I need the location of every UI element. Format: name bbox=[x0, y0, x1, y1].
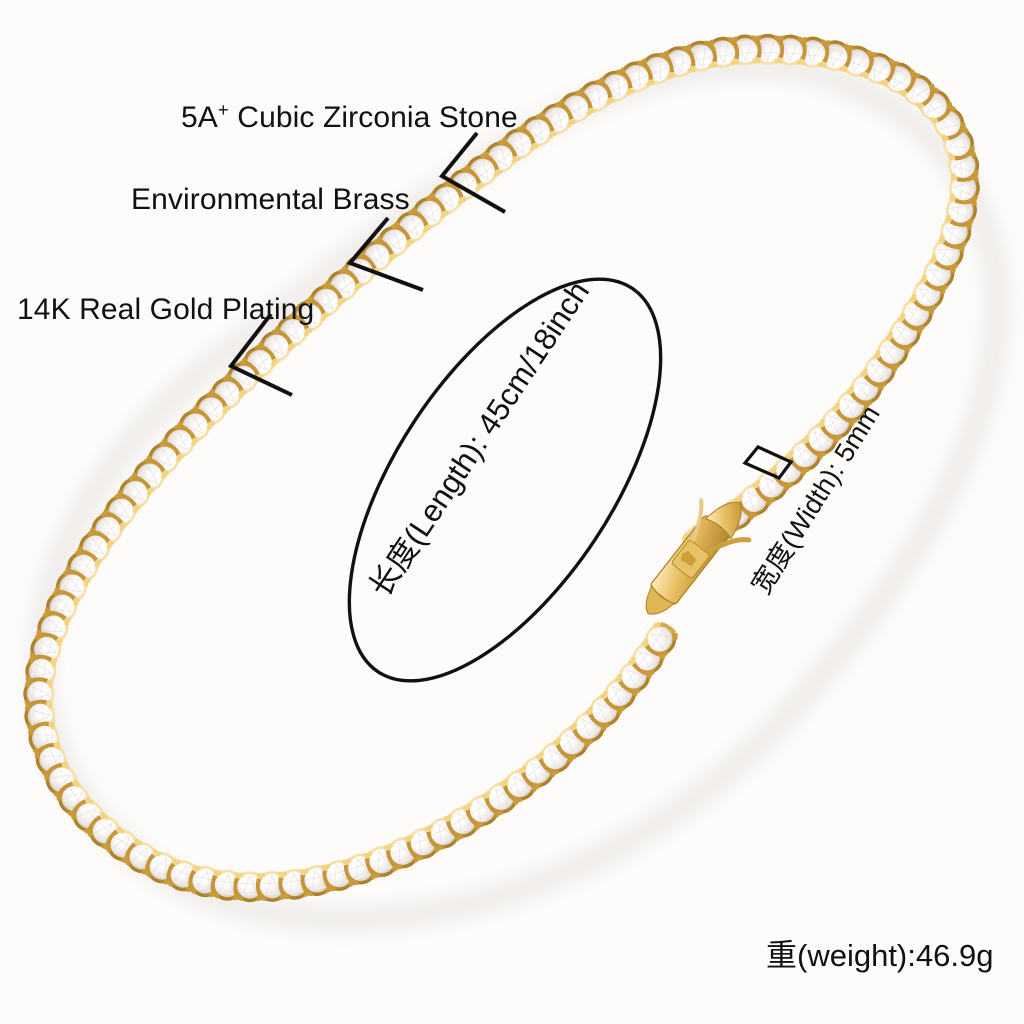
callout-line-gold bbox=[227, 312, 293, 397]
dimension-label-weight: 重(weight):46.9g bbox=[766, 938, 994, 973]
annotation-environmental-brass: Environmental Brass bbox=[131, 183, 410, 216]
annotation-cz-stone-main: 5A bbox=[181, 101, 218, 134]
callout-line-brass bbox=[346, 216, 424, 292]
length-indicator-oval bbox=[347, 277, 663, 683]
necklace-shadow bbox=[27, 52, 1011, 933]
annotation-cz-stone: 5A+ Cubic Zirconia Stone bbox=[181, 100, 518, 134]
callout-lines bbox=[227, 131, 506, 397]
annotation-cz-stone-rest: Cubic Zirconia Stone bbox=[228, 101, 518, 134]
annotation-gold-plating: 14K Real Gold Plating bbox=[17, 293, 315, 326]
width-caliper-bracket bbox=[742, 445, 794, 480]
box-clasp bbox=[645, 498, 752, 615]
annotation-cz-stone-superscript: + bbox=[217, 99, 229, 120]
callout-line-cz bbox=[438, 131, 506, 214]
